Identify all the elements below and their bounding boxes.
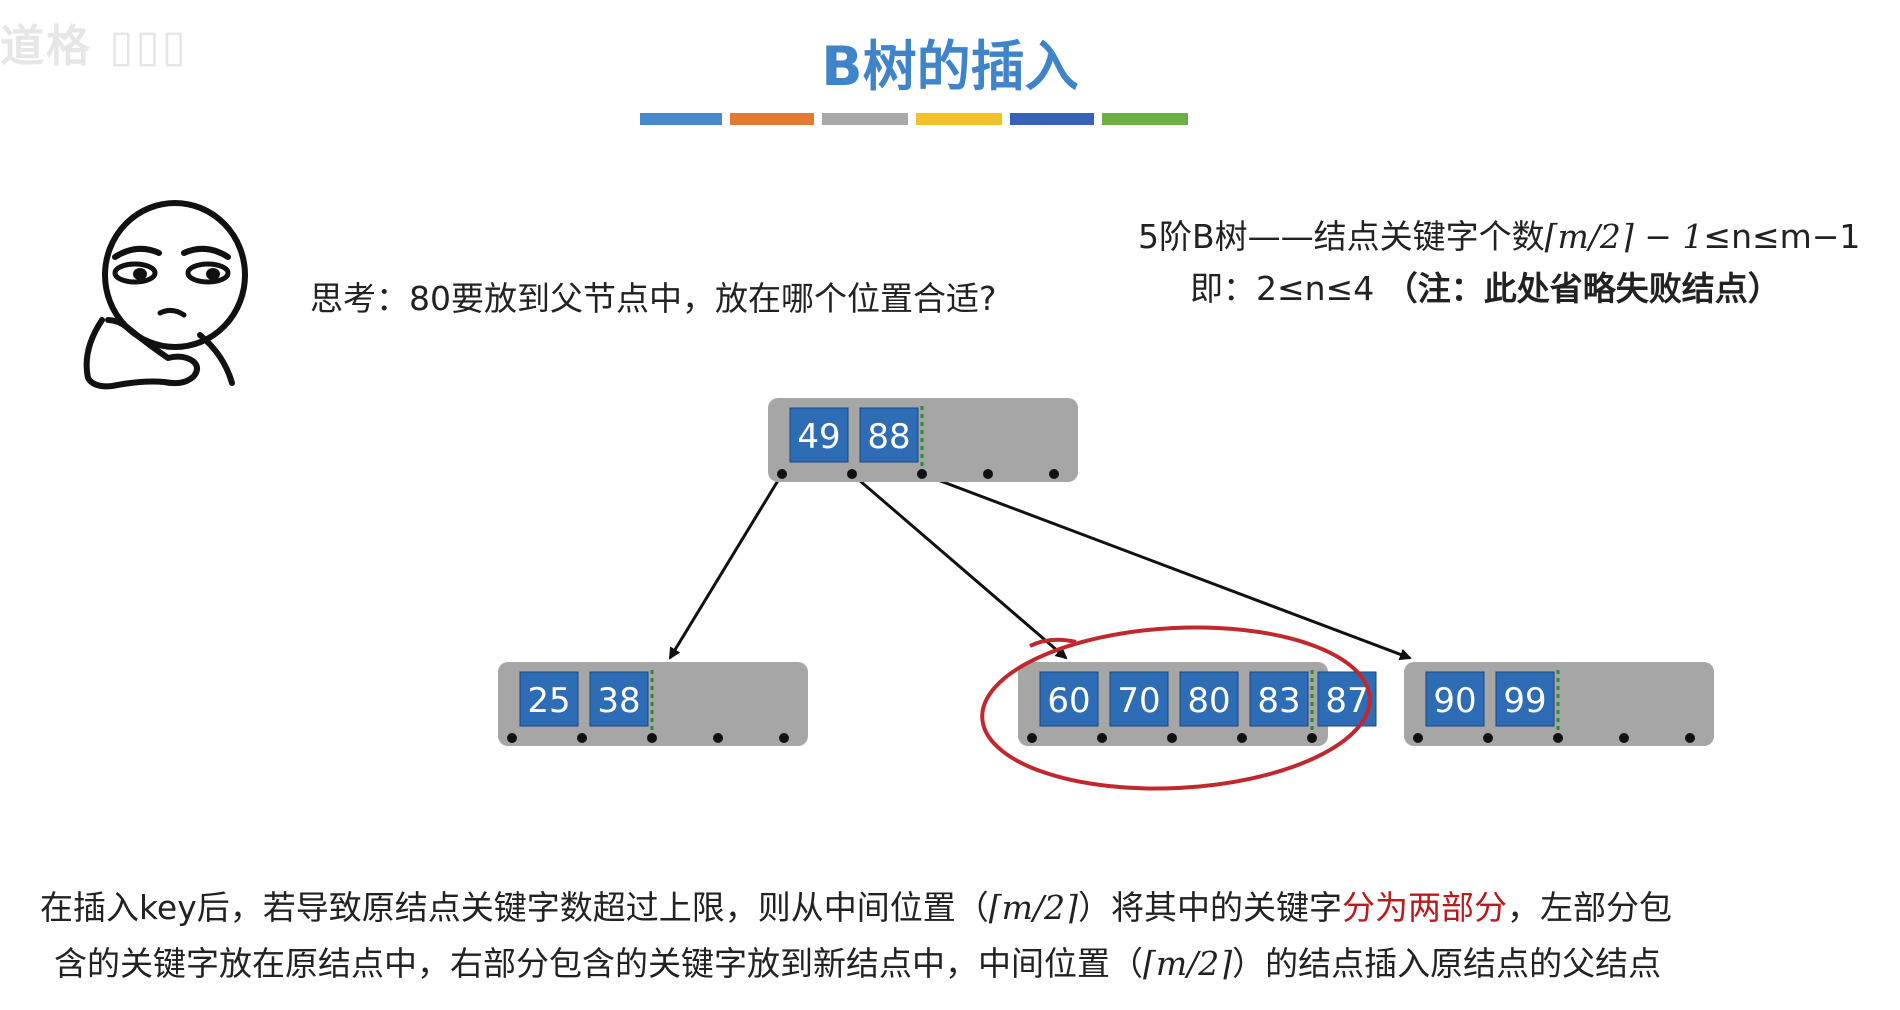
thinking-prompt: 思考：80要放到父节点中，放在哪个位置合适? (310, 279, 997, 318)
pointer-dot (1619, 733, 1629, 743)
order-rule-example-line: 即：2≤n≤4 （注：此处省略失败结点） (1190, 262, 1781, 310)
pointer-dot (1413, 733, 1423, 743)
order-rule-suffix: ≤n≤m−1 (1703, 217, 1861, 256)
key-box (859, 407, 919, 463)
key-label: 60 (1047, 681, 1090, 721)
explanation-highlight: 分为两部分 (1341, 888, 1507, 927)
explanation-text-1: 在插入key后，若导致原结点关键字数超过上限，则从中间位置（ (40, 888, 989, 927)
color-bar-3 (822, 113, 908, 125)
order-rule-example: 即：2≤n≤4 (1190, 269, 1375, 308)
key-label: 80 (1187, 681, 1230, 721)
pointer-dot (1167, 733, 1177, 743)
order-rule-line: 5阶B树——结点关键字个数⌈m/2⌉ − 1≤n≤m−1 (1138, 210, 1860, 258)
key-label: 88 (867, 417, 910, 457)
pointer-dot (779, 733, 789, 743)
pointer-dot (1553, 733, 1563, 743)
pointer-dot (507, 733, 517, 743)
key-box (1495, 671, 1555, 727)
pointer-dot (1097, 733, 1107, 743)
tree-edge (921, 472, 1412, 661)
pointer-dot (777, 469, 787, 479)
explanation-text-2: ）将其中的关键字 (1077, 888, 1342, 927)
root-node: 49 88 (768, 398, 1078, 482)
explanation-formula-1: ⌈m/2⌉ (988, 888, 1078, 927)
tree-edge (851, 472, 1068, 660)
key-box (1425, 671, 1485, 727)
key-box (1109, 671, 1169, 727)
order-rule-note: （注：此处省略失败结点） (1384, 269, 1781, 308)
key-box (519, 671, 579, 727)
key-box (1039, 671, 1099, 727)
key-box (589, 671, 649, 727)
overflow-highlight-ring (980, 625, 1372, 791)
overflow-highlight-ring-tail (1029, 637, 1077, 648)
explanation-text-4: 含的关键字放在原结点中，右部分包含的关键字放到新结点中，中间位置（ (54, 944, 1143, 983)
color-bar-6 (1102, 113, 1188, 125)
key-box (789, 407, 849, 463)
tree-edge (668, 473, 784, 660)
key-label: 83 (1257, 681, 1300, 721)
color-bar-2 (730, 113, 814, 125)
pointer-dot (983, 469, 993, 479)
color-bar-1 (640, 113, 722, 125)
key-label: 70 (1117, 681, 1160, 721)
pointer-dot (1307, 733, 1317, 743)
order-rule-formula: ⌈m/2⌉ − 1 (1544, 217, 1704, 256)
explanation-line-1: 在插入key后，若导致原结点关键字数超过上限，则从中间位置（⌈m/2⌉）将其中的… (40, 880, 1840, 936)
key-box (1179, 671, 1239, 727)
key-label: 25 (527, 681, 570, 721)
child-node-3: 90 99 (1404, 662, 1714, 746)
pointer-dot (1237, 733, 1247, 743)
tree-nodes: 49 88 25 38 60 70 80 83 87 90 99 (498, 398, 1714, 746)
watermark: 道格 ▯▯▯ (0, 21, 188, 72)
pointer-dot (1483, 733, 1493, 743)
explanation-text-5: ）的结点插入原结点的父结点 (1232, 944, 1662, 983)
pointer-dot (647, 733, 657, 743)
overflow-key-label: 87 (1325, 681, 1368, 721)
explanation-paragraph: 在插入key后，若导致原结点关键字数超过上限，则从中间位置（⌈m/2⌉）将其中的… (40, 880, 1840, 992)
pointer-dot (713, 733, 723, 743)
order-rule-prefix: 5阶B树——结点关键字个数 (1138, 217, 1545, 256)
key-label: 99 (1503, 681, 1546, 721)
pointer-dot (847, 469, 857, 479)
pointer-dot (917, 469, 927, 479)
explanation-text-3: ，左部分包 (1506, 888, 1672, 927)
pointer-dot (577, 733, 587, 743)
tree-edges (668, 472, 1412, 661)
pointer-dot (1049, 469, 1059, 479)
key-label: 49 (797, 417, 840, 457)
key-label: 38 (597, 681, 640, 721)
explanation-formula-2: ⌈m/2⌉ (1143, 944, 1233, 983)
pointer-dot (1685, 733, 1695, 743)
thinking-face-icon (83, 200, 248, 390)
btree-diagram: 49 88 25 38 60 70 80 83 87 90 99 (498, 398, 1714, 791)
key-label: 90 (1433, 681, 1476, 721)
color-bar-4 (916, 113, 1002, 125)
child-node-1: 25 38 (498, 662, 808, 746)
child-node-2: 60 70 80 83 87 (1018, 662, 1377, 746)
pointer-dot (1027, 733, 1037, 743)
page-title: B树的插入 (821, 35, 1079, 98)
key-box (1249, 671, 1309, 727)
color-bar-5 (1010, 113, 1094, 125)
explanation-line-2: 含的关键字放在原结点中，右部分包含的关键字放到新结点中，中间位置（⌈m/2⌉）的… (40, 936, 1840, 992)
